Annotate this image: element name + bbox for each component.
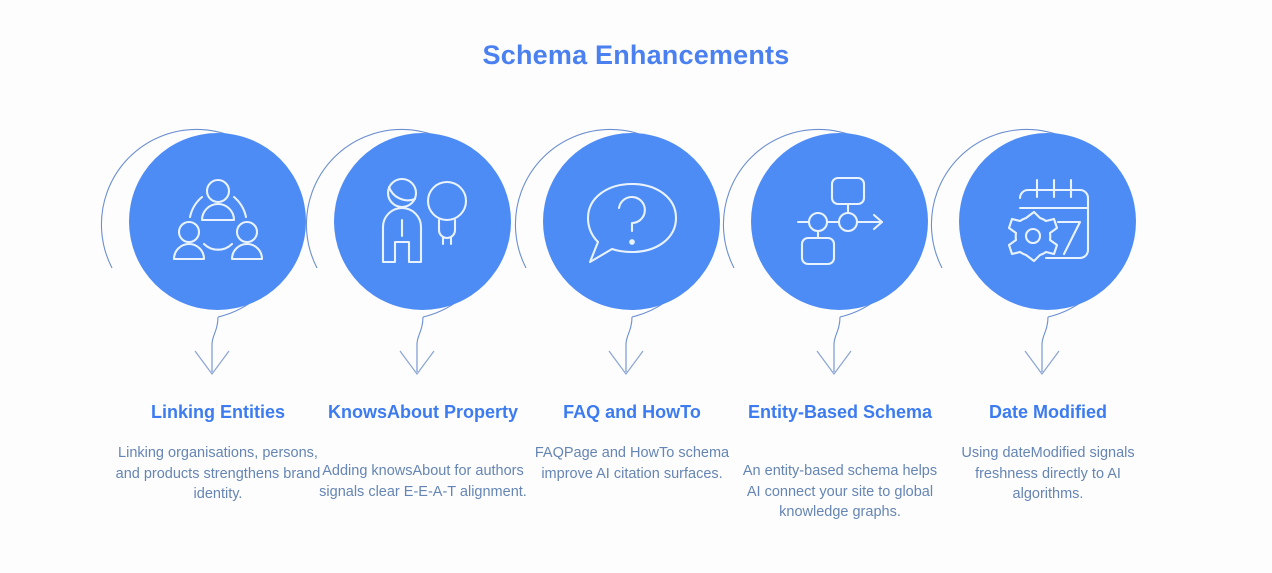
node-flowchart-icon	[796, 176, 883, 265]
people-network-icon	[172, 178, 263, 260]
icon-circle-1	[129, 133, 306, 310]
page-title: Schema Enhancements	[482, 40, 790, 70]
icon-circle-2	[334, 133, 511, 310]
step-body-5: Using dateModified signals freshness dir…	[961, 445, 1135, 502]
step-body-1: Linking organisations, persons, and prod…	[115, 445, 321, 502]
question-speech-bubble-icon	[586, 182, 677, 263]
step-heading-2: KnowsAbout Property	[327, 402, 518, 422]
icon-circle-3	[543, 133, 720, 310]
step-body-3: FAQPage and HowTo schema improve AI cita…	[534, 445, 730, 482]
step-heading-1: Linking Entities	[150, 402, 285, 422]
step-heading-4: Entity-Based Schema	[747, 402, 933, 422]
step-heading-5: Date Modified	[988, 402, 1107, 422]
step-heading-3: FAQ and HowTo	[563, 402, 701, 422]
icon-circle-4	[751, 133, 928, 310]
icon-circle-5	[959, 133, 1136, 310]
step-body-4: An entity-based schema helps AI connect …	[742, 463, 938, 520]
person-lightbulb-icon	[381, 177, 467, 263]
step-body-2: Adding knowsAbout for authors signals cl…	[319, 463, 527, 500]
calendar-gear-icon	[1007, 178, 1089, 262]
